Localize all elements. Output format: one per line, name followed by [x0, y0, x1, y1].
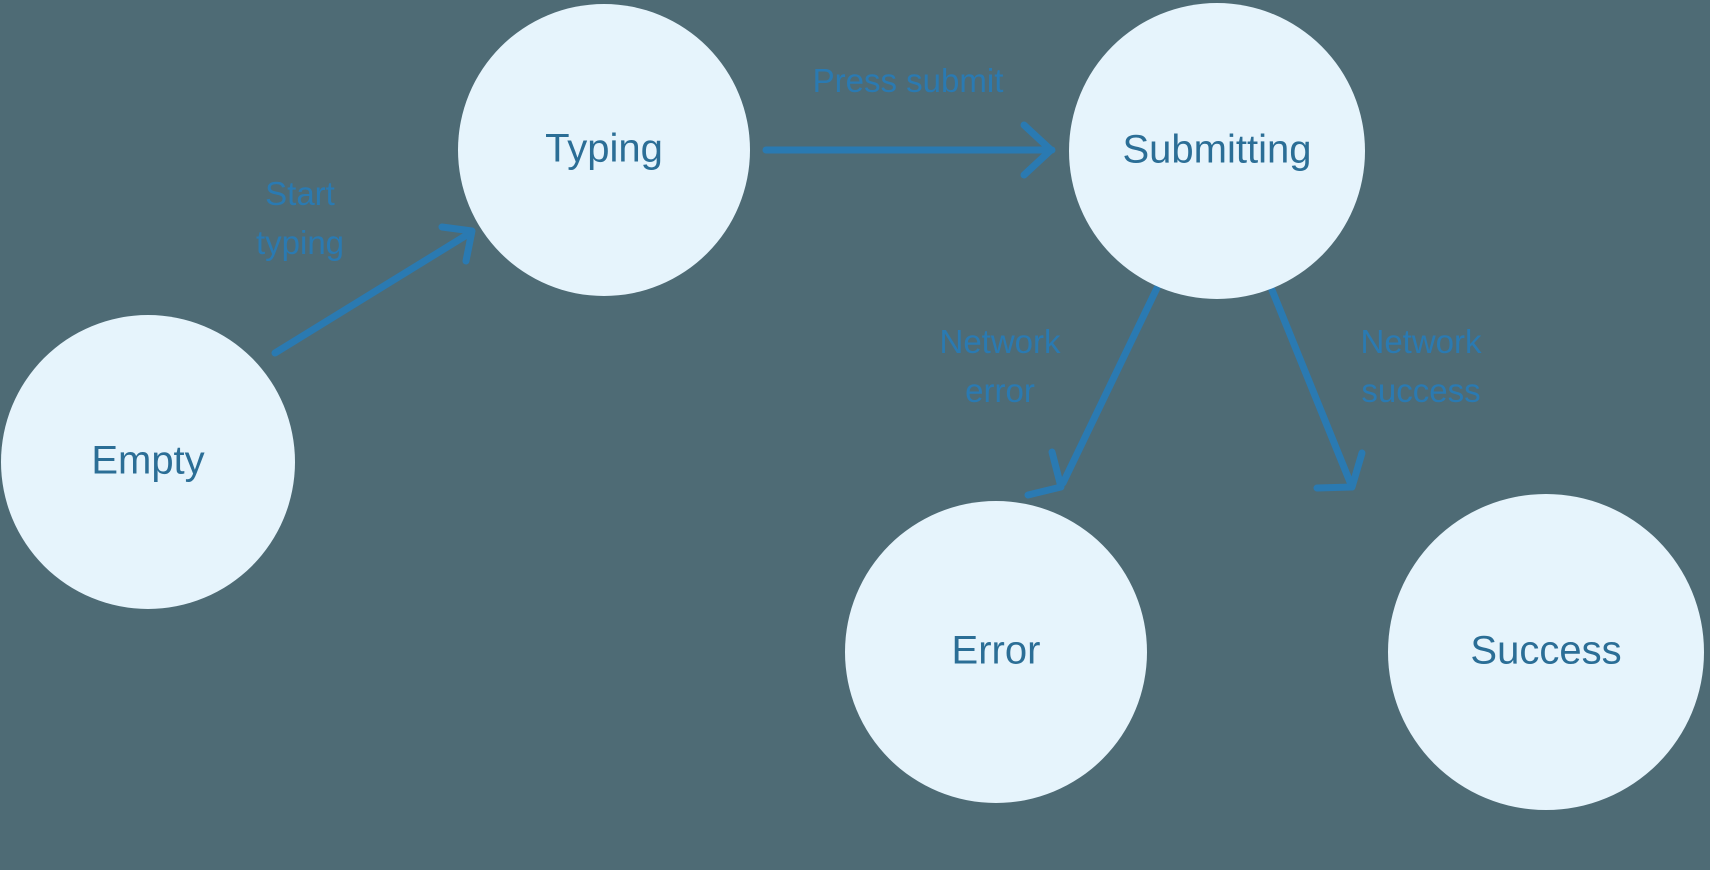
edge-label-submitting-to-success: Network success	[1360, 323, 1482, 409]
edge-empty-to-typing	[271, 223, 476, 357]
state-node-success-label: Success	[1470, 629, 1621, 673]
edge-submitting-to-error-arrowhead	[1024, 448, 1065, 499]
edge-label-typing-to-submitting-line1: Press submit	[813, 62, 1004, 99]
edge-typing-to-submitting	[762, 121, 1056, 179]
edge-label-submitting-to-error: Network error	[939, 323, 1061, 409]
edge-label-empty-to-typing: Start typing	[256, 175, 344, 261]
state-node-typing[interactable]: Typing	[458, 4, 750, 296]
edge-submitting-to-success-line	[1268, 286, 1354, 486]
state-node-empty-circle[interactable]	[1, 315, 295, 609]
edge-label-empty-to-typing-line1: Start	[265, 175, 335, 212]
state-node-submitting-label: Submitting	[1123, 128, 1312, 172]
edge-submitting-to-error	[1024, 284, 1161, 499]
state-node-error-label: Error	[952, 629, 1041, 673]
edge-label-submitting-to-error-line2: error	[965, 372, 1035, 409]
edge-typing-to-submitting-arrowhead	[1020, 121, 1055, 179]
state-node-submitting-circle[interactable]	[1069, 3, 1365, 299]
state-node-error[interactable]: Error	[845, 501, 1147, 803]
edge-label-empty-to-typing-line2: typing	[256, 224, 344, 261]
edge-label-submitting-to-success-line2: success	[1361, 372, 1480, 409]
edge-label-submitting-to-error-line1: Network	[939, 323, 1061, 360]
state-node-error-circle[interactable]	[845, 501, 1147, 803]
edge-label-submitting-to-success-line1: Network	[1360, 323, 1482, 360]
state-node-typing-circle[interactable]	[458, 4, 750, 296]
state-node-empty-label: Empty	[91, 439, 204, 483]
edge-empty-to-typing-arrowhead	[438, 223, 476, 265]
state-node-empty[interactable]: Empty	[1, 315, 295, 609]
edge-submitting-to-success-arrowhead	[1313, 449, 1366, 492]
edge-empty-to-typing-line	[271, 229, 474, 357]
state-node-success[interactable]: Success	[1388, 494, 1704, 810]
edge-submitting-to-error-line	[1059, 284, 1161, 487]
state-node-success-circle[interactable]	[1388, 494, 1704, 810]
state-node-typing-label: Typing	[545, 127, 663, 171]
state-node-submitting[interactable]: Submitting	[1069, 3, 1365, 299]
edge-label-typing-to-submitting: Press submit	[813, 62, 1004, 99]
edge-submitting-to-success	[1268, 286, 1366, 492]
